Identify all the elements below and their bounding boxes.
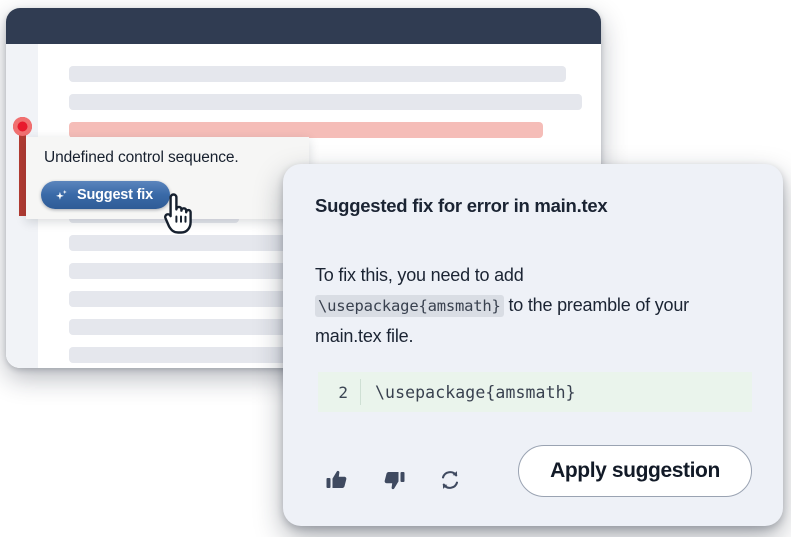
card-title: Suggested fix for error in main.tex bbox=[315, 195, 608, 216]
card-body-part-1: To fix this, you need to add bbox=[315, 265, 524, 285]
editor-line-placeholder bbox=[69, 66, 566, 82]
error-marker-icon[interactable] bbox=[13, 117, 32, 136]
apply-suggestion-button[interactable]: Apply suggestion bbox=[518, 445, 752, 497]
inline-code-usepackage: \usepackage{amsmath} bbox=[315, 295, 504, 317]
regenerate-icon[interactable] bbox=[435, 465, 465, 495]
suggest-fix-button[interactable]: Suggest fix bbox=[41, 181, 170, 209]
thumbs-down-icon[interactable] bbox=[379, 465, 409, 495]
editor-line-error bbox=[69, 122, 543, 138]
card-body-part-2: to the preamble of your main.tex file. bbox=[315, 295, 689, 346]
code-line-number: 2 bbox=[338, 382, 348, 402]
card-body-text: To fix this, you need to add \usepackage… bbox=[315, 260, 715, 351]
code-gutter-divider bbox=[360, 379, 361, 405]
error-message: Undefined control sequence. bbox=[44, 149, 239, 166]
thumbs-up-icon[interactable] bbox=[322, 465, 352, 495]
suggest-fix-label: Suggest fix bbox=[77, 187, 153, 203]
code-line-text: \usepackage{amsmath} bbox=[375, 382, 576, 402]
editor-titlebar bbox=[6, 8, 601, 44]
code-block: 2 \usepackage{amsmath} bbox=[318, 372, 752, 412]
sparkle-icon bbox=[54, 188, 69, 203]
error-tooltip: Undefined control sequence. Suggest fix bbox=[26, 137, 309, 219]
error-accent-bar bbox=[19, 134, 26, 216]
editor-line-placeholder bbox=[69, 94, 582, 110]
card-action-bar: Apply suggestion bbox=[283, 445, 783, 515]
suggestion-card: Suggested fix for error in main.tex To f… bbox=[283, 164, 783, 526]
